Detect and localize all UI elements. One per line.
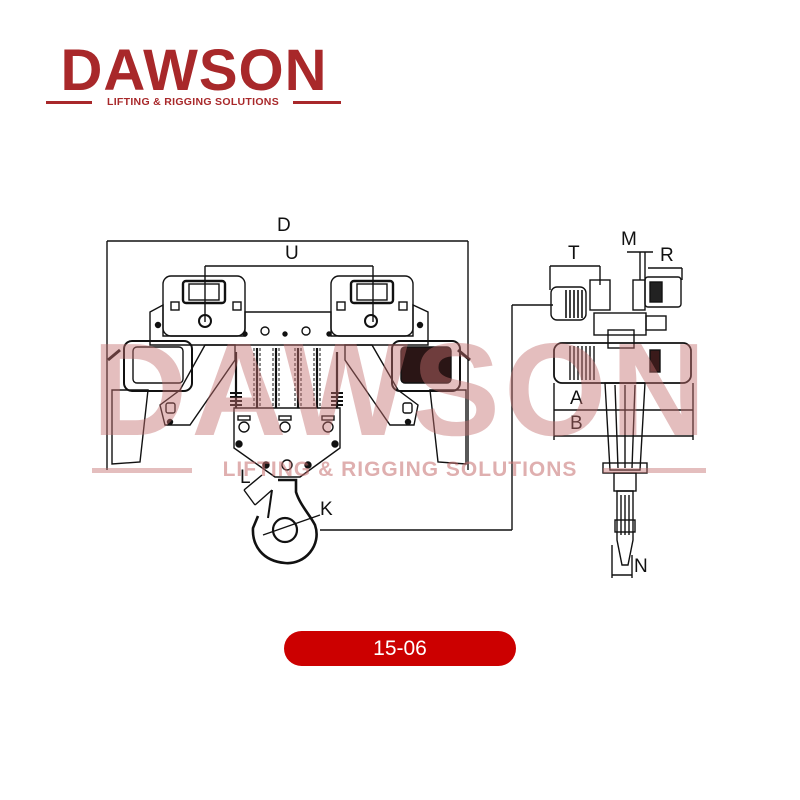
logo-rule-right bbox=[293, 101, 341, 104]
brand-logo: DAWSON bbox=[44, 40, 344, 114]
dim-label-u: U bbox=[285, 243, 299, 264]
dim-label-m: M bbox=[621, 229, 637, 250]
dim-label-r: R bbox=[660, 245, 674, 266]
dim-label-t: T bbox=[568, 243, 580, 264]
dim-label-n: N bbox=[634, 556, 648, 577]
side-view bbox=[511, 251, 694, 578]
brand-name: DAWSON bbox=[60, 38, 328, 103]
model-number-badge: 15-06 bbox=[284, 631, 516, 666]
front-view bbox=[106, 240, 512, 565]
dim-label-a: A bbox=[570, 388, 583, 409]
brand-tagline: LIFTING & RIGGING SOLUTIONS bbox=[106, 96, 279, 108]
dim-label-k: K bbox=[320, 499, 333, 520]
logo-rule-left bbox=[46, 101, 92, 104]
dim-label-d: D bbox=[277, 215, 291, 236]
dim-label-b: B bbox=[570, 413, 583, 434]
dim-label-l: L bbox=[240, 467, 251, 488]
